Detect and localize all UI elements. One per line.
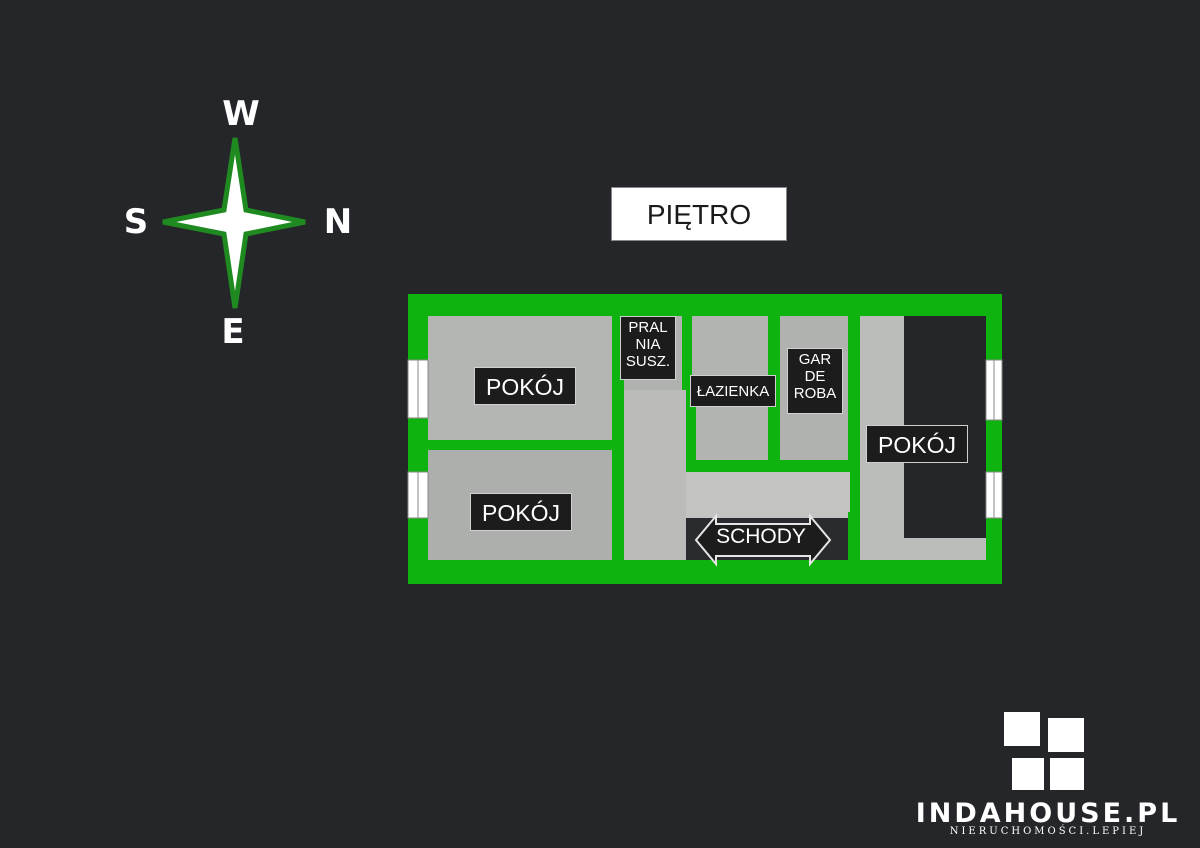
logo-name: INDAHOUSE.PL [915, 798, 1181, 829]
wall-wardrobe-bottom-right [820, 462, 850, 472]
wall-left-hall-bottom [612, 510, 624, 560]
compass-east-label: E [221, 312, 245, 352]
hallway-floor-left [624, 390, 686, 560]
wall-wardrobe-bottom-left [768, 462, 790, 472]
compass-south-label: S [123, 202, 149, 242]
wall-bathroom-left [686, 386, 696, 468]
room-label-pralnia: PRAL NIA SUSZ. [620, 316, 676, 380]
stairs-arrow-icon [694, 513, 832, 567]
compass-star-icon [162, 137, 306, 309]
logo-tagline: NIERUCHOMOŚCI.LEPIEJ [949, 826, 1147, 837]
wall-right-room-bottom [848, 512, 860, 560]
wall-left-hall-mid [612, 430, 624, 470]
floor-plan [407, 294, 1003, 584]
floor-title: PIĘTRO [611, 187, 787, 241]
room-label-pokoj-right: POKÓJ [866, 425, 968, 463]
compass-west-label: W [222, 94, 260, 134]
wall-bathroom-bottom-left [686, 460, 706, 470]
room-label-pokoj-bottom-left: POKÓJ [470, 493, 572, 531]
room-label-pokoj-top-left: POKÓJ [474, 367, 576, 405]
room-label-garderoba: GAR DE ROBA [787, 348, 843, 414]
wall-laundry-right [682, 316, 692, 386]
room-label-lazienka: ŁAZIENKA [690, 375, 776, 407]
logo-squares-icon [1004, 712, 1084, 790]
room-label-schody: SCHODY [716, 525, 806, 548]
compass-north-label: N [323, 202, 353, 242]
wall-between-rooms [428, 440, 612, 450]
wall-wardrobe-right [848, 316, 860, 472]
